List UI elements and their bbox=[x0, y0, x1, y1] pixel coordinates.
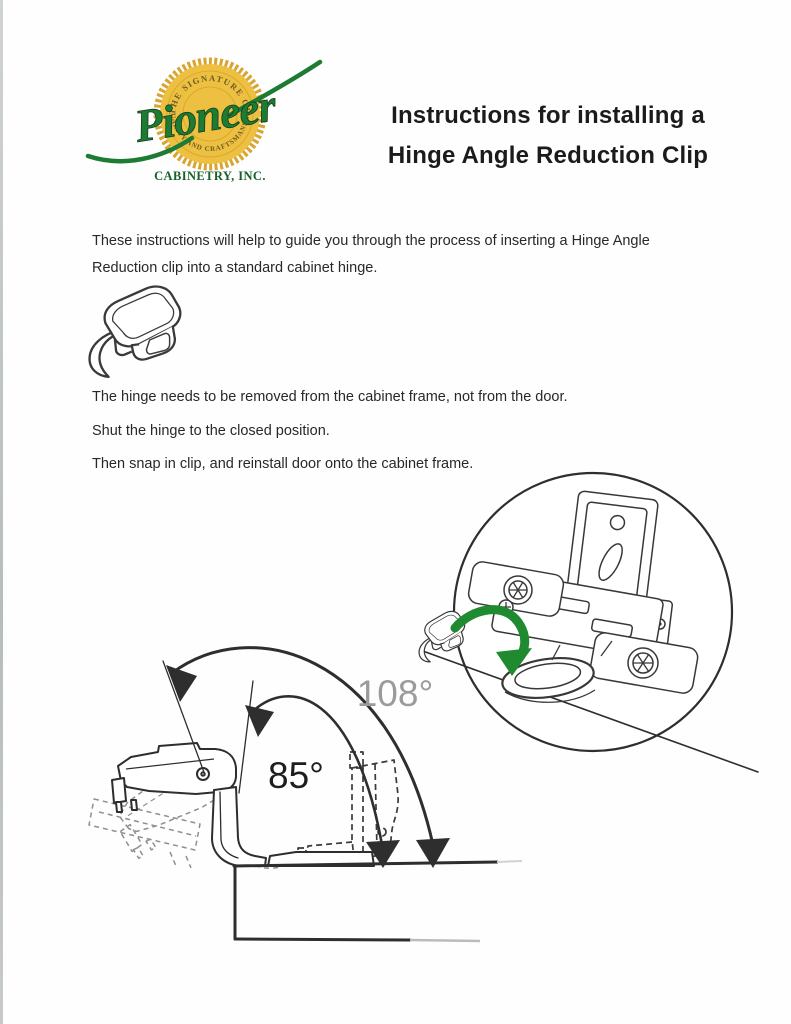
seal-core-ring bbox=[182, 86, 238, 142]
angle-ref-line-outer bbox=[162, 660, 206, 776]
inset-leader-line bbox=[419, 649, 759, 773]
arc-108 bbox=[170, 646, 435, 847]
logo-company-name: CABINETRY, INC. bbox=[154, 169, 266, 183]
arc-108-arrowhead-bottom bbox=[416, 838, 450, 868]
step-shut-hinge: Shut the hinge to the closed position. bbox=[92, 423, 330, 439]
arc-85-arrowhead-bottom bbox=[366, 840, 400, 868]
title-line-1: Instructions for installing a bbox=[391, 102, 705, 129]
logo-seal-icon: THE SIGNATURE OF QUALITY AND CRAFTSMANSH… bbox=[79, 46, 323, 183]
arc-85 bbox=[249, 695, 384, 847]
hinge-limb-detail bbox=[219, 791, 239, 859]
arc-108-arrowhead-top bbox=[166, 665, 197, 702]
hinge-clip-icon bbox=[88, 285, 182, 378]
clip-illustration-figure bbox=[84, 280, 190, 380]
seal-serrated-edge bbox=[153, 57, 267, 171]
intro-paragraph: These instructions will help to guide yo… bbox=[92, 233, 650, 276]
logo-swoosh-left bbox=[85, 135, 195, 164]
hinge-diagram-svg: 108° 85° bbox=[88, 471, 759, 943]
inset-hinge-drawing bbox=[467, 490, 699, 703]
hinge-cross-section: 108° 85° bbox=[88, 646, 523, 943]
seal-disc bbox=[160, 64, 260, 164]
insertion-arrow-head bbox=[496, 648, 532, 676]
title-line-2: Hinge Angle Reduction Clip bbox=[387, 142, 709, 169]
hinge-vertical-limb bbox=[211, 786, 267, 867]
logo-swoosh-right bbox=[225, 59, 323, 119]
scan-edge-artifact bbox=[0, 0, 3, 1024]
inset-detail-figure bbox=[414, 471, 759, 773]
step-remove-hinge: The hinge needs to be removed from the c… bbox=[92, 389, 568, 405]
angle-ref-line-inner bbox=[238, 680, 254, 794]
angle-label-108: 108° bbox=[357, 673, 434, 714]
page-title: Instructions for installing a Hinge Angl… bbox=[372, 96, 724, 176]
angle-label-85: 85° bbox=[268, 755, 324, 796]
step-snap-clip: Then snap in clip, and reinstall door on… bbox=[92, 456, 474, 472]
hinge-base-plate bbox=[267, 851, 375, 867]
arc-85-arrowhead-top bbox=[245, 705, 274, 737]
pioneer-cabinetry-logo: THE SIGNATURE OF QUALITY AND CRAFTSMANSH… bbox=[79, 46, 326, 198]
hinge-angle-diagram: 108° 85° bbox=[60, 470, 791, 975]
cabinet-frame bbox=[232, 860, 523, 943]
seal-inner-ring bbox=[166, 70, 254, 158]
